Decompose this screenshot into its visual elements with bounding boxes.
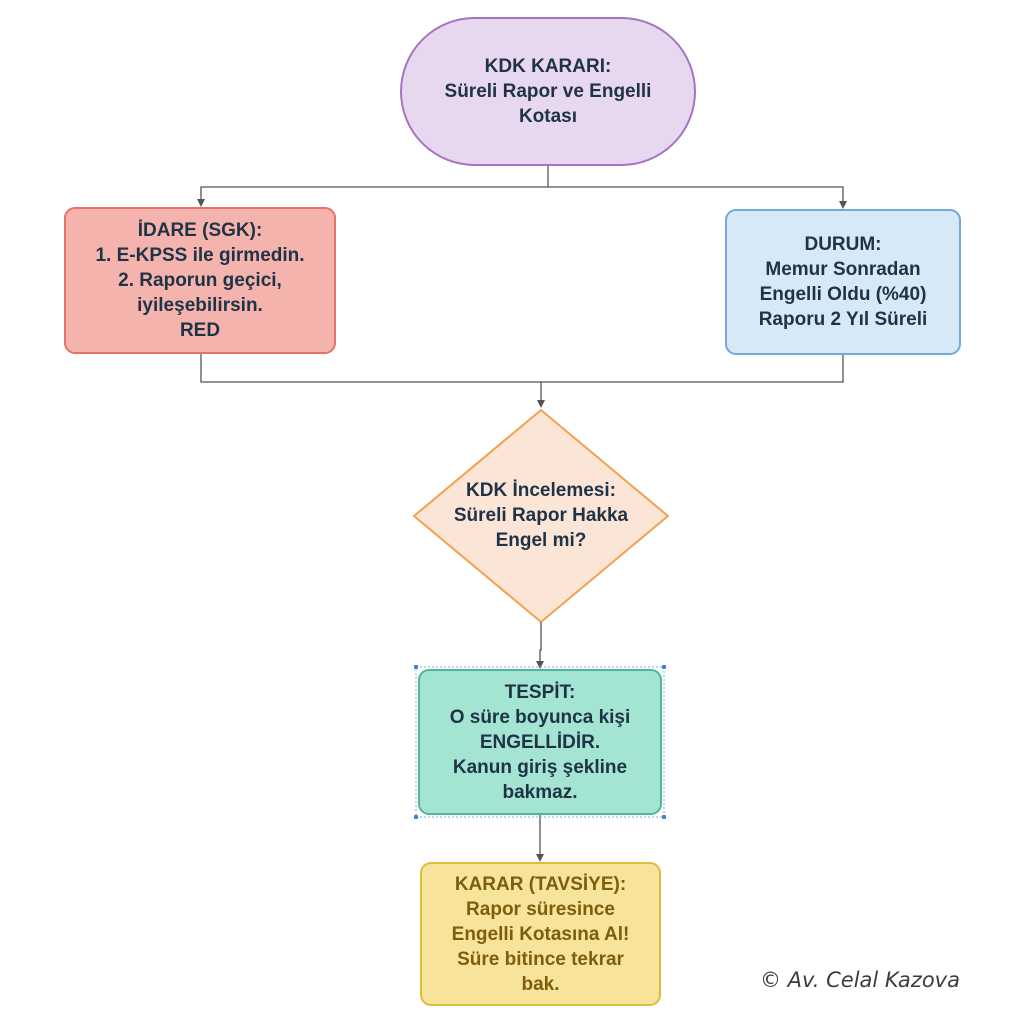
selection-handle-bottom-left[interactable] [414,815,418,819]
node-karar-tavsiye[interactable]: KARAR (TAVSİYE): Rapor süresince Engelli… [420,862,661,1006]
connector-kdk-karari-to-durum [548,186,847,209]
node-tespit[interactable]: TESPİT: O süre boyunca kişi ENGELLİDİR. … [418,669,662,815]
node-durum[interactable]: DURUM: Memur Sonradan Engelli Oldu (%40)… [725,209,961,355]
node-kdk-karari[interactable]: KDK KARARI: Süreli Rapor ve Engelli Kota… [400,17,696,166]
node-kdk-incelemesi-line-2: Süreli Rapor Hakka [453,504,629,526]
node-durum-line-4: Raporu 2 Yıl Süreli [758,309,928,330]
node-karar-line-2: Rapor süresince [466,898,615,920]
node-idare-line-5: RED [179,320,221,341]
selection-handle-top-right[interactable] [662,665,666,669]
connector-durum-to-kdk-incelemesi [541,355,844,383]
copyright-notice: © Av. Celal Kazova [760,968,960,992]
node-karar-line-3: Engelli Kotasına Al! [451,923,630,945]
connector-kdk-karari-to-idare [197,166,549,207]
selection-handle-bottom-right[interactable] [662,815,666,819]
node-durum-line-3: Engelli Oldu (%40) [759,284,927,305]
node-idare-line-1: İDARE (SGK): [137,220,263,241]
node-idare-line-4: iyileşebilirsin. [137,295,263,316]
node-kdk-karari-line-1: KDK KARARI: [484,56,612,77]
connector-idare-to-kdk-incelemesi [200,354,545,408]
node-karar-line-1: KARAR (TAVSİYE): [454,873,627,895]
node-kdk-incelemesi[interactable]: KDK İncelemesi: Süreli Rapor Hakka Engel… [414,408,668,622]
node-durum-line-1: DURUM: [804,234,882,255]
node-kdk-incelemesi-line-1: KDK İncelemesi: [466,479,616,501]
connector-kdk-incelemesi-to-tespit [536,622,544,669]
node-tespit-line-4: Kanun giriş şekline [452,756,628,778]
selection-frame-tespit [415,666,665,818]
selection-handle-top-left[interactable] [414,665,418,669]
node-karar-line-4: Süre bitince tekrar [457,948,624,970]
node-karar-line-5: bak. [521,973,560,995]
node-durum-line-2: Memur Sonradan [765,259,921,280]
node-idare-line-2: 1. E-KPSS ile girmedin. [95,245,305,266]
node-idare-line-3: 2. Raporun geçici, [118,270,282,291]
node-tespit-line-3: ENGELLİDİR. [479,731,601,753]
node-kdk-karari-line-3: Kotası [518,106,578,127]
node-tespit-line-1: TESPİT: [504,681,576,703]
node-kdk-incelemesi-line-3: Engel mi? [495,529,587,551]
node-tespit-line-2: O süre boyunca kişi [449,706,631,728]
node-tespit-line-5: bakmaz. [502,781,578,803]
node-idare-sgk[interactable]: İDARE (SGK): 1. E-KPSS ile girmedin. 2. … [64,207,336,354]
node-kdk-karari-line-2: Süreli Rapor ve Engelli [444,81,652,102]
